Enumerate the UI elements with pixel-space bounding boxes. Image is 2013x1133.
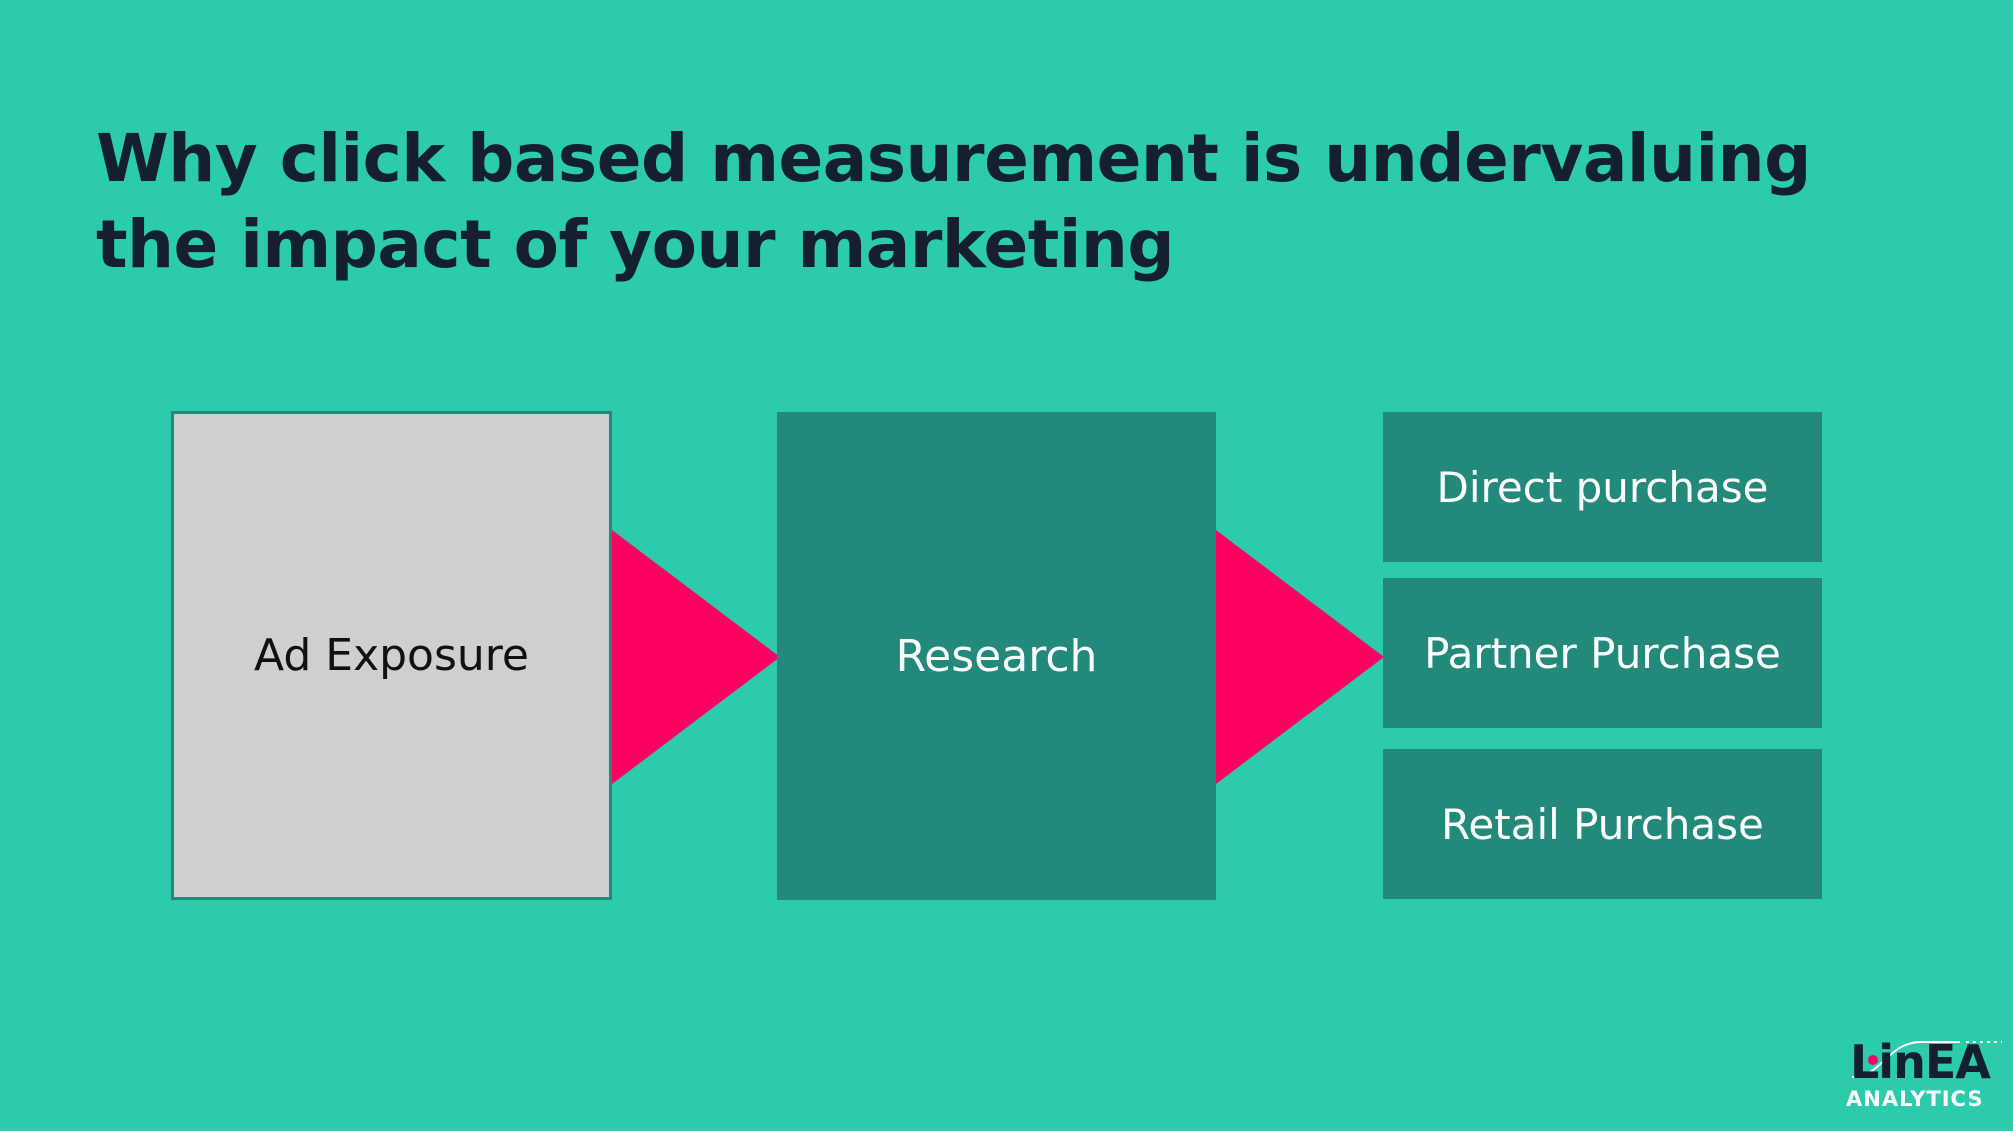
direct-purchase-box: Direct purchase [1383, 412, 1822, 562]
ad-exposure-label: Ad Exposure [254, 630, 529, 681]
partner-purchase-box: Partner Purchase [1383, 578, 1822, 728]
bottom-border [0, 1131, 2013, 1133]
linea-analytics-logo-icon: LinEA ANALYTICS [1842, 1035, 2008, 1115]
logo-swoosh-icon [1851, 1041, 2002, 1078]
title-line-2: the impact of your marketing [96, 206, 1175, 283]
slide-title: Why click based measurement is undervalu… [96, 116, 1916, 288]
ad-exposure-box: Ad Exposure [171, 411, 612, 900]
retail-purchase-box: Retail Purchase [1383, 749, 1822, 899]
logo-wordmark: LinEA [1850, 1035, 1991, 1089]
title-line-1: Why click based measurement is undervalu… [96, 120, 1811, 197]
arrow-right-icon [612, 530, 780, 784]
direct-purchase-label: Direct purchase [1436, 462, 1769, 512]
arrow-right-icon [1216, 530, 1384, 784]
partner-purchase-label: Partner Purchase [1424, 628, 1781, 678]
logo-subtitle: ANALYTICS [1846, 1087, 1984, 1111]
research-label: Research [895, 630, 1098, 682]
research-box: Research [777, 412, 1216, 900]
retail-purchase-label: Retail Purchase [1441, 799, 1764, 849]
